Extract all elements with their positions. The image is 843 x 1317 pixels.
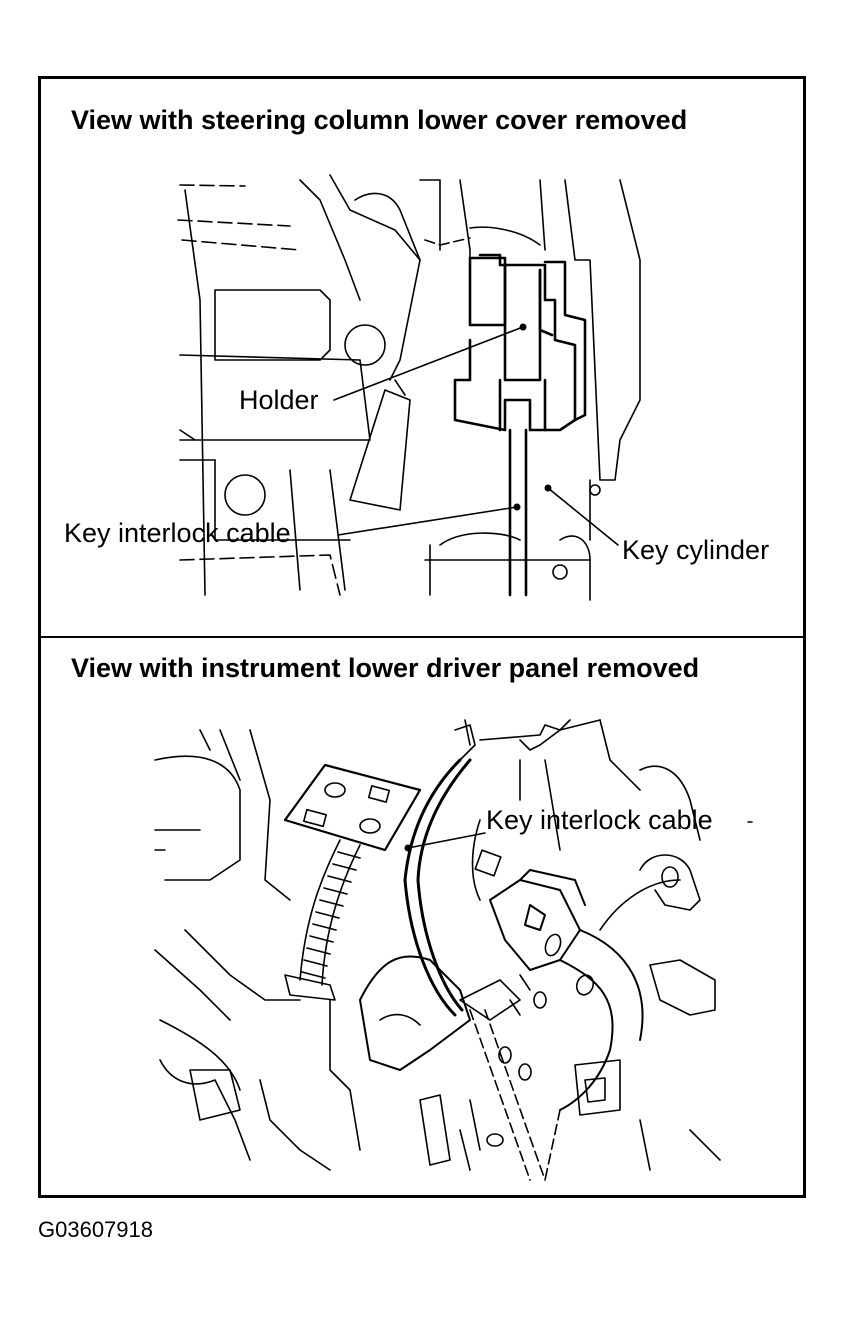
key-interlock-cable-label-bottom: Key interlock cable (486, 805, 713, 835)
instrument-panel-illustration (154, 719, 753, 1181)
key-interlock-cable-label-top: Key interlock cable (64, 518, 291, 548)
bottom-panel-title: View with instrument lower driver panel … (71, 653, 700, 683)
figure-id: G03607918 (38, 1217, 153, 1242)
steering-column-illustration (177, 174, 641, 601)
diagram-frame: View with steering column lower cover re… (38, 76, 806, 1198)
panel-divider (41, 636, 803, 638)
top-panel-title: View with steering column lower cover re… (71, 105, 688, 135)
holder-label: Holder (239, 385, 319, 415)
key-cylinder-label: Key cylinder (622, 535, 770, 565)
